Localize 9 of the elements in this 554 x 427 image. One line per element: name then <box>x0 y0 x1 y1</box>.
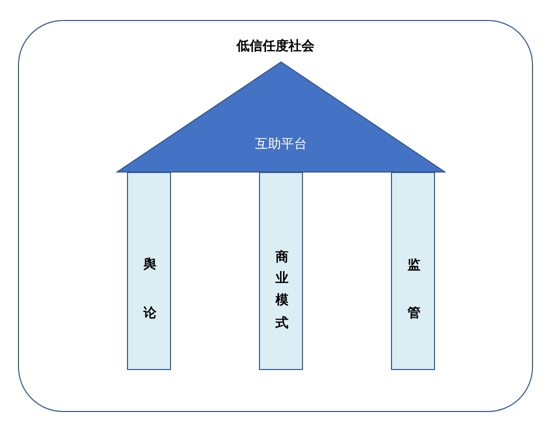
roof-label: 互助平台 <box>255 136 307 153</box>
pillar-box <box>127 172 171 370</box>
pillar-box <box>391 172 435 370</box>
pillar-label: 商业模式 <box>273 238 290 326</box>
pillar-label: 舆论 <box>141 246 158 344</box>
title-text: 低信任度社会 <box>236 38 314 55</box>
pillar-label: 监管 <box>405 246 422 344</box>
frame-box <box>18 20 533 412</box>
pillar-box <box>259 172 303 370</box>
